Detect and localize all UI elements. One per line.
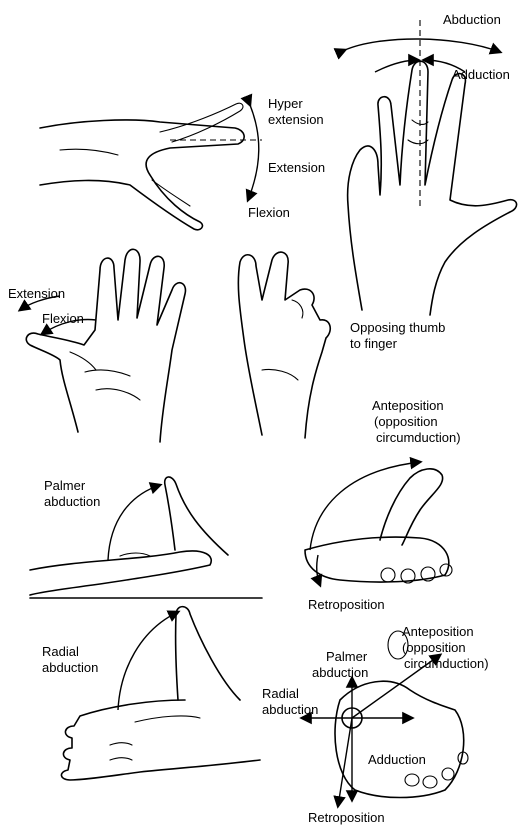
palmer-label-2: Palmer — [326, 649, 367, 664]
hyperextension-label: extension — [268, 112, 324, 127]
extension-label-2: Extension — [8, 286, 65, 301]
anteposition-opposition-label-1: (opposition — [374, 414, 438, 429]
extension-label-1: Extension — [268, 160, 325, 175]
thumb-extension-illustration — [20, 249, 185, 442]
retroposition-label-1: Retroposition — [308, 597, 385, 612]
radial-abduction-label-2: abduction — [262, 702, 318, 717]
radial-abduction-illustration — [61, 607, 260, 780]
palmer-abduction-label-2: abduction — [312, 665, 368, 680]
flexion-label-2: Flexion — [42, 311, 84, 326]
flexion-label-1: Flexion — [248, 205, 290, 220]
anteposition-label-2: Anteposition — [402, 624, 474, 639]
radial-label-2: Radial — [262, 686, 299, 701]
radial-label-1: Radial — [42, 644, 79, 659]
adduction-label-top: Adduction — [452, 67, 510, 82]
hyper-label: Hyper — [268, 96, 303, 111]
abduction-label-top: Abduction — [443, 12, 501, 27]
palmer-label-1: Palmer — [44, 478, 85, 493]
anteposition-circumduction-label-1: circumduction) — [376, 430, 461, 445]
retroposition-label-2: Retroposition — [308, 810, 385, 825]
anteposition-illustration — [305, 462, 452, 585]
thumb-opposition-illustration — [238, 252, 330, 438]
opposing-label-2: to finger — [350, 336, 397, 351]
anteposition-label-1: Anteposition — [372, 398, 444, 413]
palmer-abduction-label-1: abduction — [44, 494, 100, 509]
finger-abduction-illustration — [345, 20, 517, 315]
finger-flexion-illustration — [40, 103, 262, 230]
radial-abduction-label-1: abduction — [42, 660, 98, 675]
opposing-label-1: Opposing thumb — [350, 320, 445, 335]
adduction-label-bottom: Adduction — [368, 752, 426, 767]
anteposition-circumduction-label-2: circumduction) — [404, 656, 489, 671]
anteposition-opposition-label-2: (opposition — [402, 640, 466, 655]
